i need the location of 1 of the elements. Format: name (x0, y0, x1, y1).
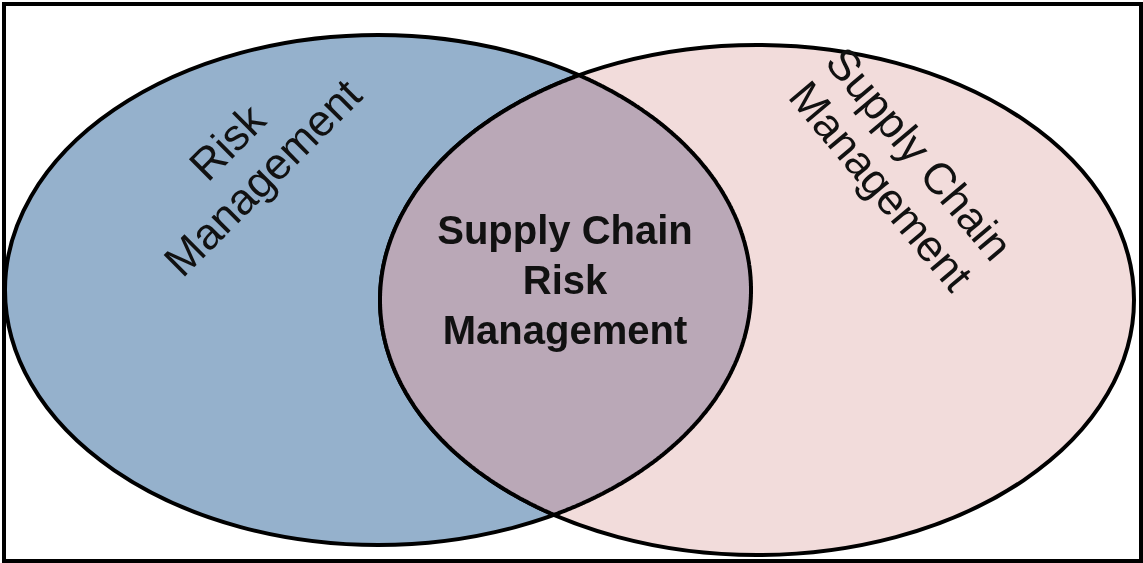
overlap-label: Supply Chain Risk Management (436, 207, 694, 354)
